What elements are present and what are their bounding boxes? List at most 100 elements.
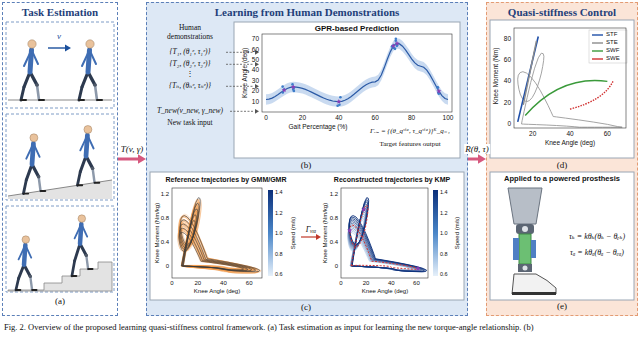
- axis-title: Knee Moment (Nm/kg): [322, 203, 329, 263]
- input-arrow: [230, 111, 254, 112]
- actuator: [531, 240, 536, 258]
- node-text: Applied to a powered prosthesis: [504, 175, 620, 184]
- tick-label: 0: [507, 120, 511, 127]
- tick-label: 20: [299, 114, 306, 121]
- ellipsis: ⋮: [186, 69, 194, 78]
- mean-curve: [266, 43, 448, 101]
- panel: Task Estimation(a): [2, 2, 118, 316]
- ankle-axis: [523, 266, 528, 271]
- figure-head: [28, 40, 36, 48]
- tick-label: 0.4: [161, 239, 169, 246]
- figure-limb: [80, 156, 86, 172]
- data-dot: [437, 86, 440, 89]
- tick-label: 10: [252, 98, 259, 105]
- new-trajectory: [350, 206, 418, 270]
- tick-label: 70: [252, 35, 259, 42]
- via-point-star: [291, 84, 296, 89]
- figure-limb: [77, 184, 82, 186]
- drawing-part: [226, 38, 448, 114]
- via-point-star: [282, 88, 287, 93]
- legend-sample: [592, 58, 603, 59]
- tick-label: 1.2: [161, 191, 169, 198]
- figure-head: [78, 215, 86, 223]
- via-point-star: [395, 41, 400, 46]
- control-equation: τₐ = kθₐ(θₐ − θₑₐ): [570, 248, 624, 257]
- arrow-head: [65, 44, 71, 51]
- tick-label: 80: [504, 35, 511, 42]
- tick-label: 20: [194, 280, 201, 287]
- node-text: Reconstructed trajectories by KMP: [334, 176, 450, 184]
- tick-label: 50: [252, 56, 259, 63]
- figure-limb: [82, 50, 90, 66]
- drawing-part: [6, 22, 114, 108]
- tick-label: 1.2: [330, 191, 338, 198]
- tick-label: 40: [388, 280, 395, 287]
- axis-title: Knee Angle (deg): [545, 139, 595, 146]
- axis-title: Speed (m/s): [454, 217, 461, 250]
- ankle-joint: [518, 264, 532, 272]
- prosthetic-knee: [85, 254, 88, 257]
- math-label: {T₂, (θ₂ᵉ, τ₂ᵉ)}: [170, 60, 211, 69]
- tick-label: 60: [246, 280, 253, 287]
- tick-label: 40: [504, 77, 511, 84]
- prosthetic-knee: [29, 275, 32, 278]
- via-point-star: [336, 99, 341, 104]
- tick-label: 20: [252, 87, 259, 94]
- torque-angle-loop: [518, 53, 623, 127]
- knee-joint: [516, 224, 534, 234]
- actuator: [513, 238, 519, 260]
- colorbar-tick: 0.6: [440, 271, 448, 277]
- ground-line: [8, 180, 112, 196]
- tick-label: 40: [335, 114, 342, 121]
- math-label: {T₁, (θ₁ᵉ, τ₁ᵉ)}: [170, 48, 211, 57]
- prosthetic-knee: [35, 83, 39, 87]
- figure-limb: [79, 87, 82, 100]
- math-label: Γᵥᵢₐ = {(θ_qᵛⁱᵃ, τ_qᵛⁱᵃ)}ᴷ_q₌₁: [370, 127, 450, 135]
- tick-label: 0: [170, 280, 173, 287]
- edge-label: Γᵥᵢₐ: [305, 225, 317, 234]
- shoe: [512, 274, 556, 294]
- shank: [519, 234, 531, 264]
- flow-arrow: [468, 154, 486, 164]
- node-text: GPR-based Prediction: [315, 24, 399, 33]
- colorbar-tick: 1.0: [440, 230, 448, 236]
- knee-axis: [522, 226, 528, 232]
- via-point-star: [391, 43, 396, 48]
- tick-label: 20: [363, 280, 370, 287]
- colorbar-tick: 1.0: [275, 230, 283, 236]
- figure-limb: [21, 99, 26, 101]
- drawing-part: [262, 34, 452, 112]
- drawing-part: [341, 188, 428, 278]
- figure-limb: [16, 278, 19, 290]
- tick-label: 100: [443, 114, 454, 121]
- tick-label: 0.8: [161, 215, 169, 222]
- data-dot: [282, 91, 285, 94]
- tick-label: 60: [504, 56, 511, 63]
- node-text: (e): [557, 301, 567, 311]
- axis-title: Knee Moment (Nm): [492, 48, 499, 105]
- panel-heading: Quasi-stiffness Control: [508, 6, 616, 19]
- node-text: (d): [557, 160, 568, 170]
- figure-limb: [25, 245, 31, 258]
- panel-heading: Task Estimation: [22, 6, 98, 19]
- axis-title: Knee Angle (deg): [362, 288, 408, 295]
- node-text: (b): [301, 160, 312, 170]
- figure-limb: [95, 182, 100, 184]
- figure-limb: [93, 168, 95, 182]
- reference-trajectory: [181, 198, 260, 272]
- data-dot: [281, 85, 284, 88]
- axis-title: Gait Percentage (%): [289, 123, 348, 130]
- tick-label: 0.8: [330, 215, 338, 222]
- drawing-part: [2, 2, 118, 316]
- tick-label: 20: [504, 99, 511, 106]
- tick-label: 0: [335, 263, 338, 270]
- figure-limb: [87, 135, 93, 148]
- arrow-head: [138, 154, 146, 164]
- arrow-head: [255, 109, 259, 114]
- legend-box: [589, 30, 627, 63]
- drawing-part: [150, 172, 464, 300]
- figure-head: [84, 125, 92, 133]
- ground-line: [8, 100, 112, 101]
- tick-label: 0: [339, 280, 342, 287]
- data-dot: [336, 105, 339, 108]
